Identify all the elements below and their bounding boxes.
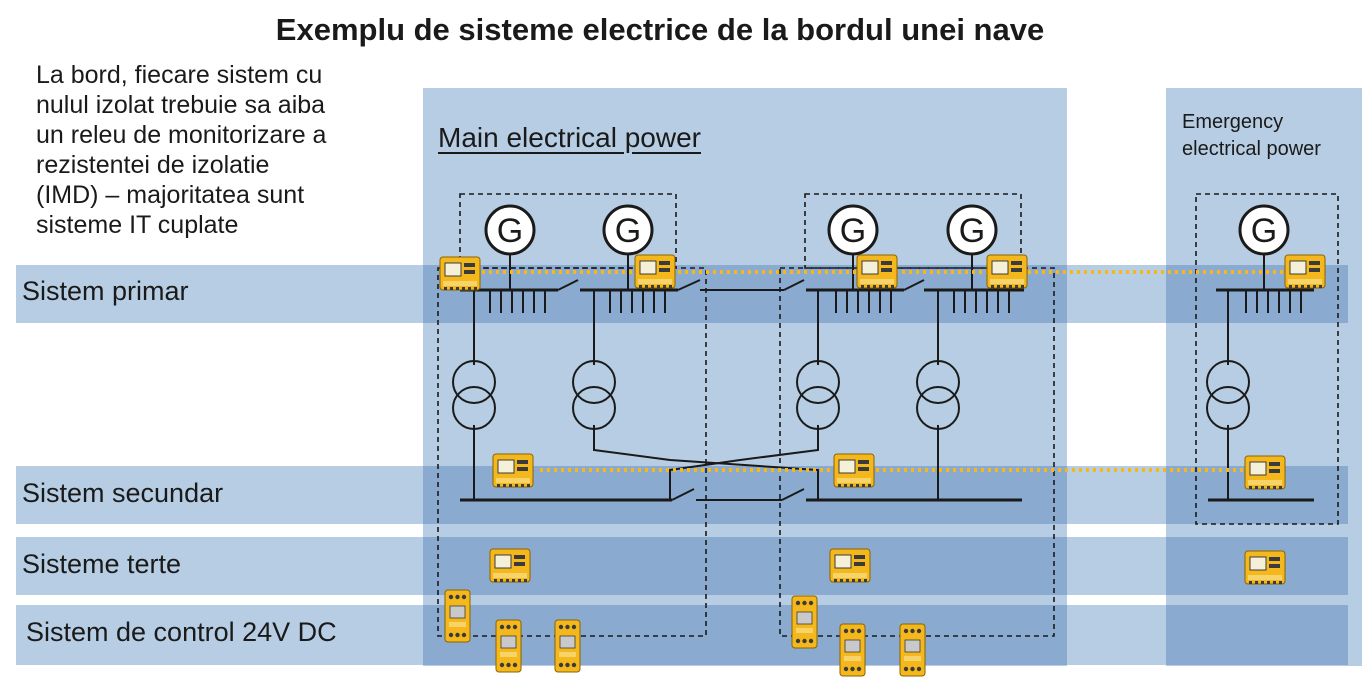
imd-device [634, 254, 676, 289]
generator-icon: G [827, 204, 879, 256]
generator-label: G [497, 212, 523, 250]
generator-label: G [615, 212, 641, 250]
band-primary-main [423, 265, 1067, 323]
imd-device [1244, 455, 1286, 490]
control-relay-device [839, 623, 866, 677]
imd-device [833, 453, 875, 488]
band-control-emergency [1166, 605, 1348, 665]
emergency-title-line: electrical power [1182, 138, 1321, 160]
generator-label: G [840, 212, 866, 250]
busbar-feeders [489, 290, 1302, 313]
page-title: Exemplu de sisteme electrice de la bordu… [275, 12, 1045, 47]
intro-text: La bord, fiecare sistem cu nulul izolat … [36, 60, 426, 240]
intro-line: La bord, fiecare sistem cu [36, 61, 323, 89]
control-relay-device [554, 619, 581, 673]
transformer-icon [1206, 360, 1250, 430]
intro-line: rezistentei de izolatie [36, 151, 270, 179]
imd-device [1244, 550, 1286, 585]
imd-device [986, 254, 1028, 289]
insulation-monitors [439, 254, 1326, 585]
control-relay-device [444, 589, 471, 643]
transformer-icon [572, 360, 616, 430]
intro-line: un releu de monitorizare a [36, 121, 327, 149]
transformer-icon [796, 360, 840, 430]
generator-icon: G [484, 204, 536, 256]
generator-icon: G [602, 204, 654, 256]
main-power-title: Main electrical power [438, 122, 701, 153]
emergency-title-line: Emergency [1182, 111, 1284, 133]
band-label-secondary: Sistem secundar [22, 478, 224, 508]
imd-device [1284, 254, 1326, 289]
imd-device [492, 453, 534, 488]
band-label-primary: Sistem primar [22, 276, 189, 306]
generator-group-right [804, 193, 1022, 269]
generator-label: G [959, 212, 985, 250]
wiring [460, 254, 1314, 502]
imd-device [856, 254, 898, 289]
generator-icon: G [1238, 204, 1290, 256]
intro-line: nulul izolat trebuie sa aiba [36, 91, 326, 119]
transformers [452, 360, 1250, 430]
imd-device [439, 256, 481, 291]
intro-line: sisteme IT cuplate [36, 211, 239, 239]
control-relay-device [791, 595, 818, 649]
emergency-power-title: Emergency electrical power [1182, 109, 1321, 163]
intro-line: (IMD) – majoritatea sunt [36, 181, 305, 209]
imd-device [489, 548, 531, 583]
band-control-main [423, 605, 1067, 665]
generator-icon: G [946, 204, 998, 256]
control-relay-device [899, 623, 926, 677]
band-label-tertiary: Sisteme terte [22, 549, 182, 579]
transformer-icon [452, 360, 496, 430]
control-relays [444, 589, 926, 677]
generator-label: G [1251, 212, 1277, 250]
band-label-control: Sistem de control 24V DC [26, 617, 337, 647]
transformer-icon [916, 360, 960, 430]
imd-device [829, 548, 871, 583]
emergency-group [1195, 193, 1339, 525]
control-relay-device [495, 619, 522, 673]
